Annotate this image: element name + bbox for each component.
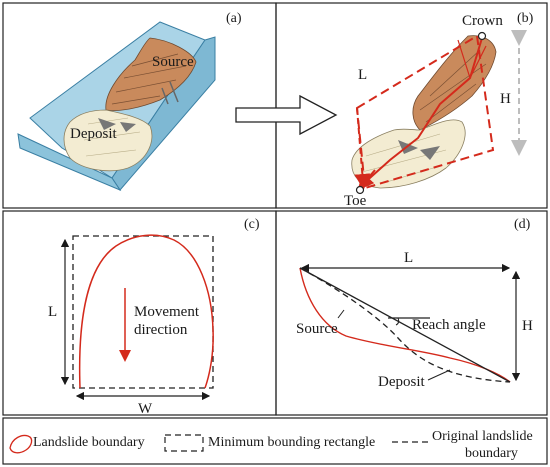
panel-a-label: (a) (226, 11, 242, 26)
panel-d-frame (275, 210, 548, 416)
source-area-a (105, 37, 197, 111)
panel-d-source-label: Source (296, 321, 338, 337)
panel-c-l-label: L (48, 304, 57, 320)
transition-arrow (235, 94, 338, 136)
panel-d-deposit-label: Deposit (378, 374, 425, 390)
movement-direction-line2: direction (134, 322, 188, 338)
panel-b-illustration: (b) Crown Toe L H (344, 11, 534, 209)
panel-d-original-boundary (299, 267, 511, 383)
reach-angle-label: Reach angle (412, 317, 486, 333)
toe-label: Toe (344, 193, 367, 209)
crown-point (477, 31, 487, 41)
panel-a-source-label: Source (152, 54, 194, 70)
panel-c-w-label: W (138, 401, 153, 417)
panel-b-bounding-rect (355, 34, 495, 190)
legend-original-boundary-line1: Original landslide (432, 429, 533, 444)
panel-b-length-arrow (354, 107, 371, 190)
panel-d-label: (d) (514, 217, 531, 232)
panel-d-reach-line (299, 267, 511, 383)
deposit-area-b (351, 119, 466, 189)
movement-direction-line1: Movement (134, 304, 200, 320)
legend-frame (2, 417, 548, 465)
panel-c-landslide-boundary (78, 234, 214, 389)
panel-d-illustration: (d) L H Source Reach angle Deposit (296, 217, 533, 390)
panel-b-label: (b) (517, 11, 534, 26)
panel-b-l-label: L (358, 67, 367, 83)
legend-min-rect-icon (164, 434, 204, 452)
crown-label: Crown (462, 13, 503, 29)
panel-d-angle-arc (395, 317, 400, 326)
toe-point (355, 185, 365, 195)
panel-c-illustration: (c) L W Movement direction (48, 217, 260, 417)
panel-b-frame (275, 2, 548, 209)
panel-a-illustration: Source Deposit (a) (17, 11, 242, 192)
panel-d-h-label: H (522, 318, 533, 334)
legend-original-boundary-line2: boundary (465, 446, 518, 461)
panel-c-label: (c) (244, 217, 260, 232)
panel-b-h-label: H (500, 91, 511, 107)
legend-landslide-boundary-label: Landslide boundary (33, 435, 145, 450)
panel-a-deposit-label: Deposit (70, 126, 117, 142)
legend: Landslide boundary Minimum bounding rect… (9, 429, 533, 461)
panel-d-l-label: L (404, 250, 413, 266)
legend-landslide-boundary-icon (9, 434, 33, 454)
panel-b-centerline (361, 37, 483, 186)
legend-min-rect-label: Minimum bounding rectangle (208, 435, 375, 450)
